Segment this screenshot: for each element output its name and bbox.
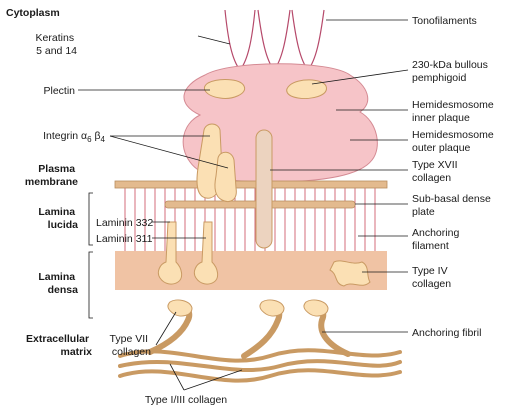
region-plasma-membrane: Plasma membrane (25, 163, 78, 188)
label-bp230-line2: pemphigoid (412, 72, 466, 84)
label-anchoring-fibril: Anchoring fibril (412, 327, 481, 339)
laminin-311 (193, 221, 219, 285)
label-plectin: Plectin (43, 85, 75, 97)
label-anchoring-filament: Anchoring filament (412, 227, 462, 252)
leader-type13 (183, 369, 243, 391)
leader-keratins (197, 35, 231, 45)
label-type-xvii-collagen: Type XVII collagen (412, 159, 460, 184)
region-lamina-densa-line1: Lamina (38, 271, 75, 283)
label-inner-plaque: Hemidesmosome inner plaque (412, 99, 497, 124)
label-tonofilaments: Tonofilaments (412, 15, 477, 27)
type-xvii-collagen (255, 129, 273, 249)
label-type-iv-collagen: Type IV collagen (412, 265, 451, 290)
fibril-knob (167, 299, 193, 317)
label-type-vii-line2: collagen (112, 346, 151, 358)
type-iv-collagen (329, 260, 371, 287)
region-lamina-lucida: Lamina lucida (38, 206, 78, 231)
label-type-i-iii-collagen: Type I/III collagen (145, 394, 227, 406)
label-type-xvii-line1: Type XVII (412, 159, 458, 171)
integrin-beta4 (214, 151, 237, 202)
label-outer-plaque-line1: Hemidesmosome (412, 129, 494, 141)
label-bp230: 230-kDa bullous pemphigoid (412, 59, 491, 84)
laminin-332 (157, 221, 183, 285)
label-inner-plaque-line1: Hemidesmosome (412, 99, 494, 111)
fibril-knob (259, 299, 285, 317)
bp230-protein (204, 79, 246, 99)
collagen-strand (118, 368, 402, 383)
label-bp230-line1: 230-kDa bullous (412, 59, 488, 71)
leader-bp230 (311, 69, 409, 85)
label-integrin-alpha: Integrin α (43, 130, 87, 142)
region-cytoplasm: Cytoplasm (6, 7, 60, 19)
type-i-iii-collagen-strands (118, 348, 402, 383)
region-extracellular-matrix-line2: matrix (60, 346, 92, 358)
label-anchoring-filament-line1: Anchoring (412, 227, 459, 239)
collagen-strand (118, 348, 402, 363)
label-type-xvii-line2: collagen (412, 172, 451, 184)
label-subbasal-line1: Sub-basal dense (412, 193, 491, 205)
tonofilaments (224, 9, 325, 71)
collagen-strand (118, 359, 402, 373)
label-subbasal-line2: plate (412, 206, 435, 218)
label-keratins-line2: 5 and 14 (36, 45, 77, 57)
label-integrin-sub4: 4 (101, 135, 106, 144)
label-anchoring-filament-line2: filament (412, 240, 449, 252)
bracket-lamina-densa (88, 251, 93, 319)
leader-integrin (109, 135, 229, 169)
bp230-protein (286, 79, 327, 99)
label-sub-basal-dense-plate: Sub-basal dense plate (412, 193, 494, 218)
region-plasma-membrane-line1: Plasma (38, 163, 75, 175)
region-lamina-lucida-line2: lucida (48, 219, 79, 231)
label-type-iv-line1: Type IV (412, 265, 448, 277)
region-extracellular-matrix: Extracellular matrix (26, 333, 92, 358)
leader-type7 (155, 311, 177, 346)
leader-lines (78, 19, 409, 391)
label-type-vii-collagen: Type VII collagen (110, 333, 152, 358)
bracket-lamina-lucida (88, 192, 93, 246)
label-integrin: Integrin α6 β4 (43, 130, 105, 144)
label-laminin-311: Laminin 311 (96, 233, 153, 245)
label-keratins: Keratins 5 and 14 (36, 32, 78, 57)
tonofilament-loop (224, 9, 256, 71)
label-integrin-beta: β (92, 130, 101, 142)
label-outer-plaque: Hemidesmosome outer plaque (412, 129, 497, 154)
label-integrin-sub6: 6 (87, 135, 92, 144)
tonofilament-loop (257, 9, 291, 71)
leader-type13 (169, 363, 185, 391)
region-lamina-lucida-line1: Lamina (38, 206, 75, 218)
region-extracellular-matrix-line1: Extracellular (26, 333, 89, 345)
label-type-vii-line1: Type VII (110, 333, 149, 345)
plasma-membrane (114, 180, 388, 189)
fibril-knob (303, 299, 329, 317)
region-plasma-membrane-line2: membrane (25, 176, 78, 188)
region-lamina-densa: Lamina densa (38, 271, 78, 296)
label-inner-plaque-line2: inner plaque (412, 112, 470, 124)
label-outer-plaque-line2: outer plaque (412, 142, 471, 154)
label-type-iv-line2: collagen (412, 278, 451, 290)
anchoring-filaments (124, 188, 376, 251)
label-keratins-line1: Keratins (36, 32, 75, 44)
label-laminin-332: Laminin 332 (96, 217, 153, 229)
tonofilament-loop (291, 9, 325, 71)
region-lamina-densa-line2: densa (48, 284, 79, 296)
